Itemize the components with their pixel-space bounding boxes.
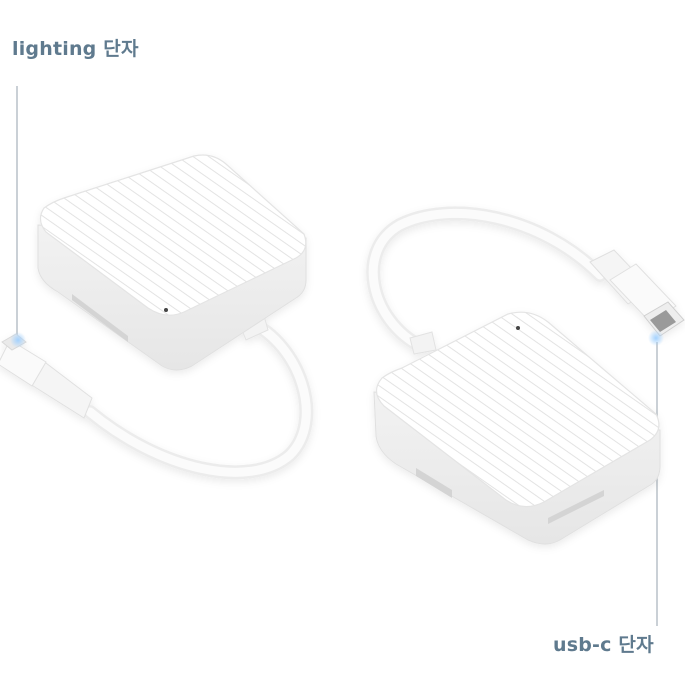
usbc-hub-led	[516, 326, 520, 330]
lightning-connector-label: lighting 단자	[12, 38, 139, 60]
lightning-hub	[0, 154, 314, 480]
usbc-glow	[648, 330, 664, 346]
lightning-hub-card-slot	[72, 294, 128, 342]
usbc-connector-label: usb-c 단자	[553, 634, 654, 656]
usbc-hub-card-slot-1	[416, 468, 452, 498]
usbc-hub-card-slot-2	[548, 490, 604, 524]
lightning-hub-led	[164, 308, 168, 312]
lightning-glow	[10, 332, 26, 348]
usbc-hub	[366, 206, 685, 545]
